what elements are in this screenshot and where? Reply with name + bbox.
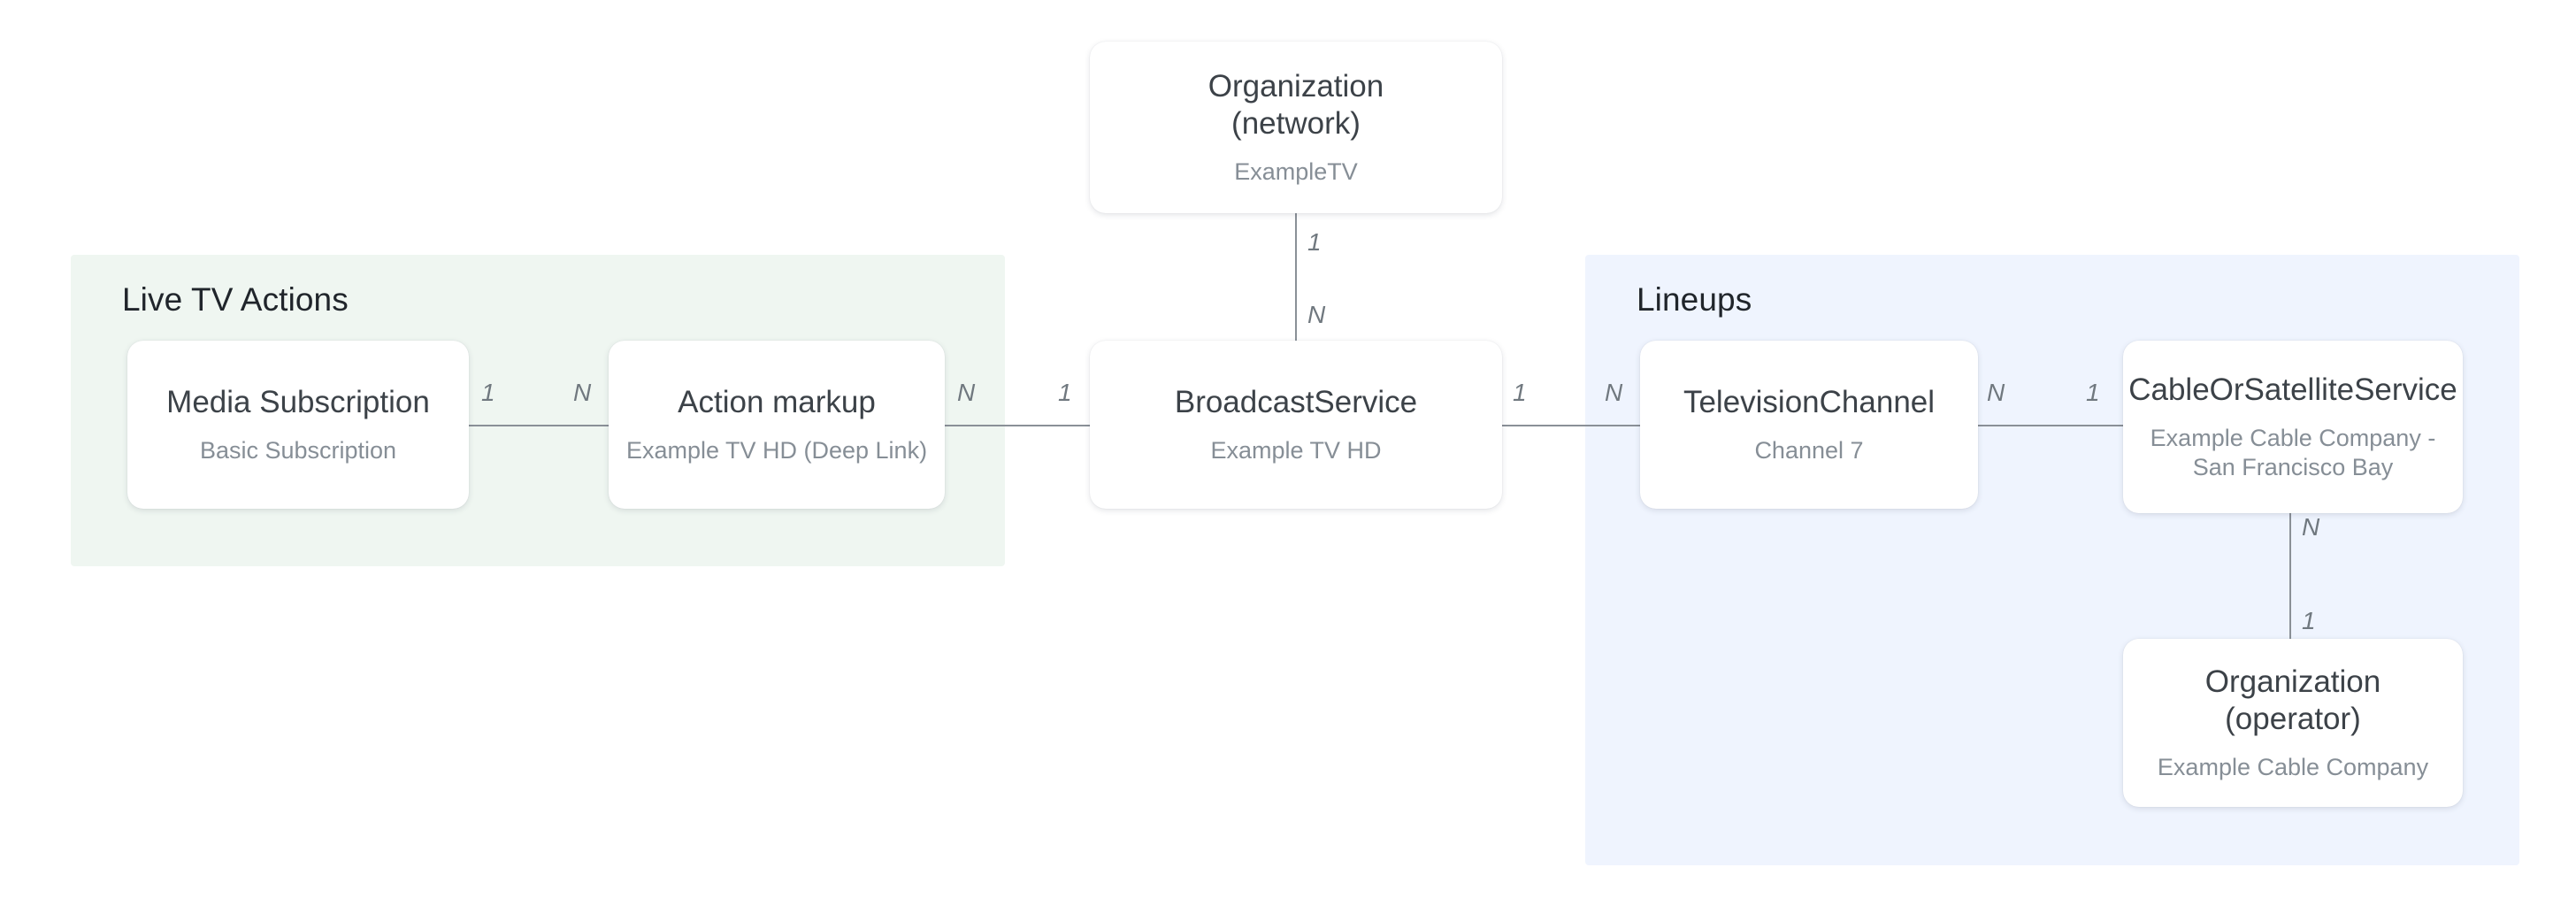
node-organization-network-subtitle: ExampleTV xyxy=(1234,157,1358,185)
edge-label-cable-or-satellite-service-target: 1 xyxy=(2302,607,2316,634)
group-title-live-tv-actions: Live TV Actions xyxy=(122,281,349,318)
edge-label-broadcast-service-source: 1 xyxy=(1513,379,1527,406)
node-broadcast-service[interactable]: BroadcastService Example TV HD xyxy=(1090,341,1502,509)
node-action-markup-title: Action markup xyxy=(678,384,876,419)
group-title-lineups: Lineups xyxy=(1637,281,1752,318)
edge-label-organization-network-source: 1 xyxy=(1307,228,1322,256)
edge-label-action-markup-target: 1 xyxy=(1058,379,1072,406)
node-organization-operator-title: Organization (operator) xyxy=(2204,664,2381,736)
edge-label-television-channel-target: 1 xyxy=(2086,379,2100,406)
edge-label-television-channel-source: N xyxy=(1987,379,2005,406)
node-broadcast-service-title: BroadcastService xyxy=(1174,384,1418,419)
node-television-channel[interactable]: TelevisionChannel Channel 7 xyxy=(1640,341,1978,509)
node-action-markup[interactable]: Action markup Example TV HD (Deep Link) xyxy=(609,341,945,509)
node-cable-or-satellite-service-subtitle: Example Cable Company - San Francisco Ba… xyxy=(2150,425,2436,481)
edge-broadcast-service-to-television-channel xyxy=(1500,425,1642,426)
edge-label-action-markup-source: N xyxy=(957,379,976,406)
edge-label-organization-network-target: N xyxy=(1307,301,1326,328)
node-media-subscription-subtitle: Basic Subscription xyxy=(199,437,397,465)
node-cable-or-satellite-service-title: CableOrSatelliteService xyxy=(2128,372,2457,407)
edge-label-media-subscription-target: N xyxy=(573,379,592,406)
edge-media-subscription-to-action-markup xyxy=(467,425,609,426)
node-organization-operator-subtitle: Example Cable Company xyxy=(2157,753,2429,780)
edge-label-broadcast-service-target: N xyxy=(1605,379,1623,406)
node-television-channel-subtitle: Channel 7 xyxy=(1754,437,1864,465)
edge-label-media-subscription-source: 1 xyxy=(481,379,495,406)
edge-action-markup-to-broadcast-service xyxy=(943,425,1090,426)
node-media-subscription[interactable]: Media Subscription Basic Subscription xyxy=(127,341,469,509)
edge-organization-network-to-broadcast-service xyxy=(1295,212,1297,342)
edge-cable-or-satellite-service-to-organization-operator xyxy=(2289,513,2291,644)
node-broadcast-service-subtitle: Example TV HD xyxy=(1210,437,1382,465)
edge-television-channel-to-cable-or-satellite-service xyxy=(1974,425,2125,426)
node-organization-network-title: Organization (network) xyxy=(1208,69,1384,141)
node-television-channel-title: TelevisionChannel xyxy=(1683,384,1936,419)
edge-label-cable-or-satellite-service-source: N xyxy=(2302,513,2320,541)
node-organization-operator[interactable]: Organization (operator) Example Cable Co… xyxy=(2123,639,2463,807)
node-organization-network[interactable]: Organization (network) ExampleTV xyxy=(1090,42,1502,213)
node-action-markup-subtitle: Example TV HD (Deep Link) xyxy=(625,437,928,465)
node-cable-or-satellite-service[interactable]: CableOrSatelliteService Example Cable Co… xyxy=(2123,341,2463,513)
node-media-subscription-title: Media Subscription xyxy=(166,384,430,419)
